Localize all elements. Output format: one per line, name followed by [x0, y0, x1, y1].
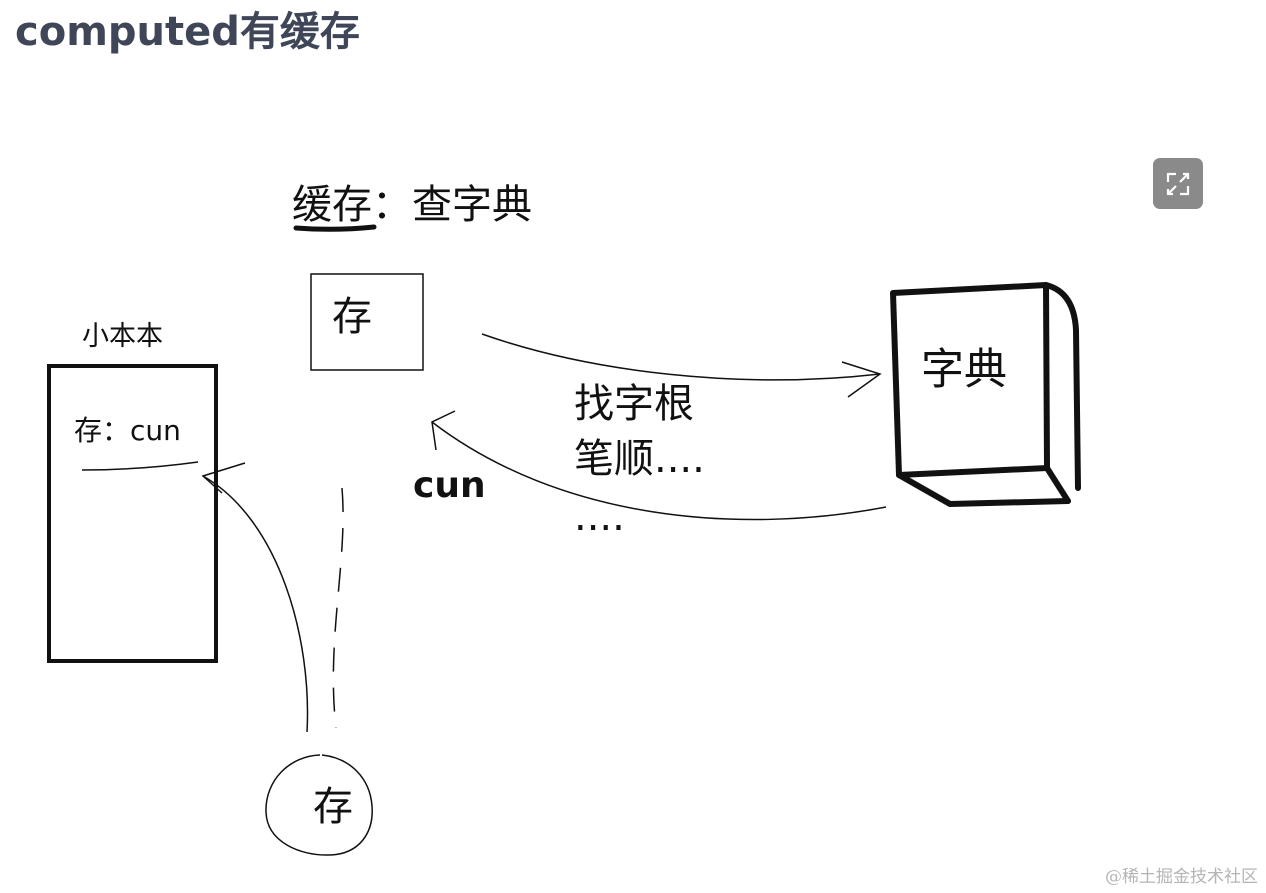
page-title: computed有缓存	[15, 9, 360, 55]
notebook-label: 小本本	[82, 321, 163, 352]
arrow-from-dictionary-head	[431, 410, 456, 451]
arrow-from-dictionary	[431, 421, 887, 521]
arrow-to-notebook-head	[201, 462, 246, 494]
diagram-heading: 缓存：查字典	[292, 182, 532, 228]
dashed-connector	[332, 487, 344, 729]
expand-icon	[1166, 172, 1190, 195]
query-box	[310, 273, 424, 371]
expand-button[interactable]	[1153, 158, 1203, 209]
query-box-label: 存	[332, 294, 372, 340]
watermark: @稀土掘金技术社区	[1105, 867, 1258, 887]
lookup-step: 找字根	[574, 381, 694, 427]
arrow-to-dictionary-head	[841, 361, 882, 398]
arrow-to-dictionary	[481, 333, 881, 381]
arrow-to-notebook	[202, 475, 309, 733]
notebook-entry: 存：cun	[74, 414, 181, 447]
notebook-box	[47, 364, 218, 663]
answer-label: cun	[413, 465, 486, 506]
notebook-entry-line	[81, 461, 199, 471]
source-circle-label: 存	[313, 784, 353, 830]
dictionary-book	[890, 282, 1081, 507]
lookup-step: 笔顺....	[574, 436, 705, 482]
dictionary-label: 字典	[921, 345, 1007, 395]
source-circle	[265, 754, 373, 856]
heading-underline	[293, 224, 377, 232]
